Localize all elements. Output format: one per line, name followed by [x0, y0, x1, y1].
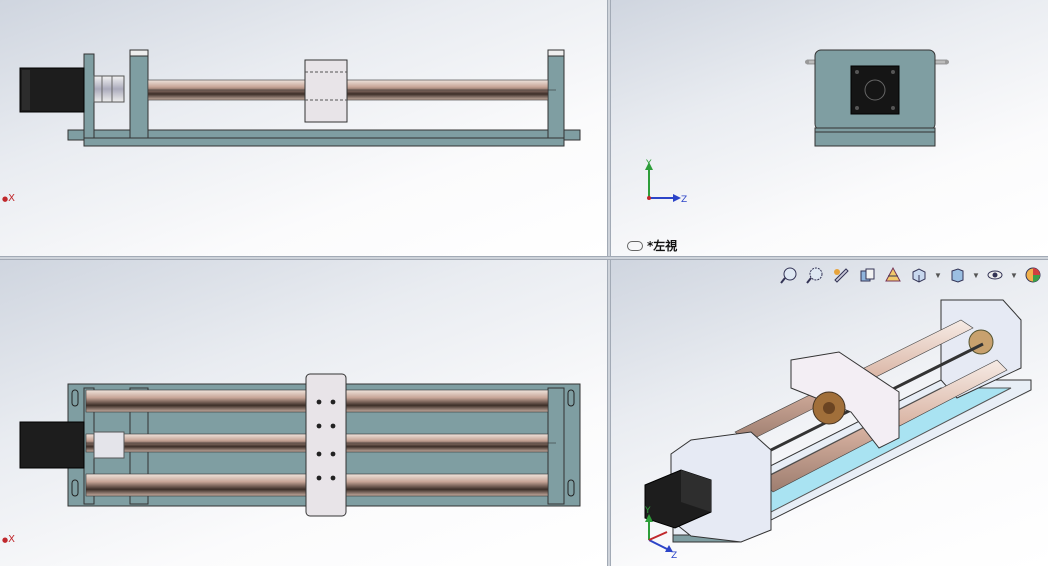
front-view-drawing [19, 49, 581, 147]
view-name-label: *左視 [627, 237, 677, 254]
carriage-block [304, 59, 348, 123]
motor-face [850, 65, 900, 115]
right-end-plate [547, 53, 565, 139]
iso-carriage [790, 351, 900, 449]
top-viewport[interactable]: ●X [0, 260, 607, 566]
stepper-motor [19, 67, 85, 113]
shaft-coupler [93, 75, 125, 103]
motor-top [19, 421, 85, 469]
base-face [814, 127, 936, 147]
isometric-viewport[interactable]: ▼ ▼ ▼ [611, 260, 1048, 566]
coupler-top [93, 431, 125, 459]
motor-end-plate [129, 53, 149, 139]
x-axis-indicator-top: ●X [2, 534, 15, 545]
hide-show-dropdown[interactable]: ▼ [1010, 270, 1018, 280]
previous-view-icon[interactable] [830, 264, 852, 286]
display-style-dropdown[interactable]: ▼ [972, 270, 980, 280]
y-axis-label: Y [645, 159, 652, 169]
left-viewport[interactable]: Y Z *左視 [611, 0, 1048, 256]
viewport-divider-vertical[interactable] [607, 0, 611, 566]
carriage-top [305, 373, 347, 517]
link-icon [627, 240, 643, 251]
z-axis-label: Z [681, 195, 687, 205]
iso-z-axis-label: Z [671, 551, 677, 561]
heads-up-view-toolbar: ▼ ▼ ▼ [778, 264, 1044, 286]
left-end-plate [83, 53, 95, 139]
hide-show-items-icon[interactable] [984, 264, 1006, 286]
base-rail [83, 137, 565, 147]
edit-appearance-icon[interactable] [1022, 264, 1044, 286]
section-view-icon[interactable] [856, 264, 878, 286]
iso-y-axis-label: Y [644, 506, 651, 516]
zoom-to-area-icon[interactable] [804, 264, 826, 286]
view-orientation-icon[interactable] [908, 264, 930, 286]
front-viewport[interactable]: ●X [0, 0, 607, 256]
left-view-drawing: Y Z [645, 49, 949, 205]
isometric-drawing: Y Z [644, 299, 1032, 561]
view-orientation-dropdown[interactable]: ▼ [934, 270, 942, 280]
x-axis-indicator: ●X [2, 193, 15, 204]
display-style-icon[interactable] [946, 264, 968, 286]
viewport-divider-horizontal[interactable] [0, 256, 1048, 260]
top-view-drawing [19, 373, 581, 517]
dynamic-annotation-icon[interactable] [882, 264, 904, 286]
zoom-to-fit-icon[interactable] [778, 264, 800, 286]
